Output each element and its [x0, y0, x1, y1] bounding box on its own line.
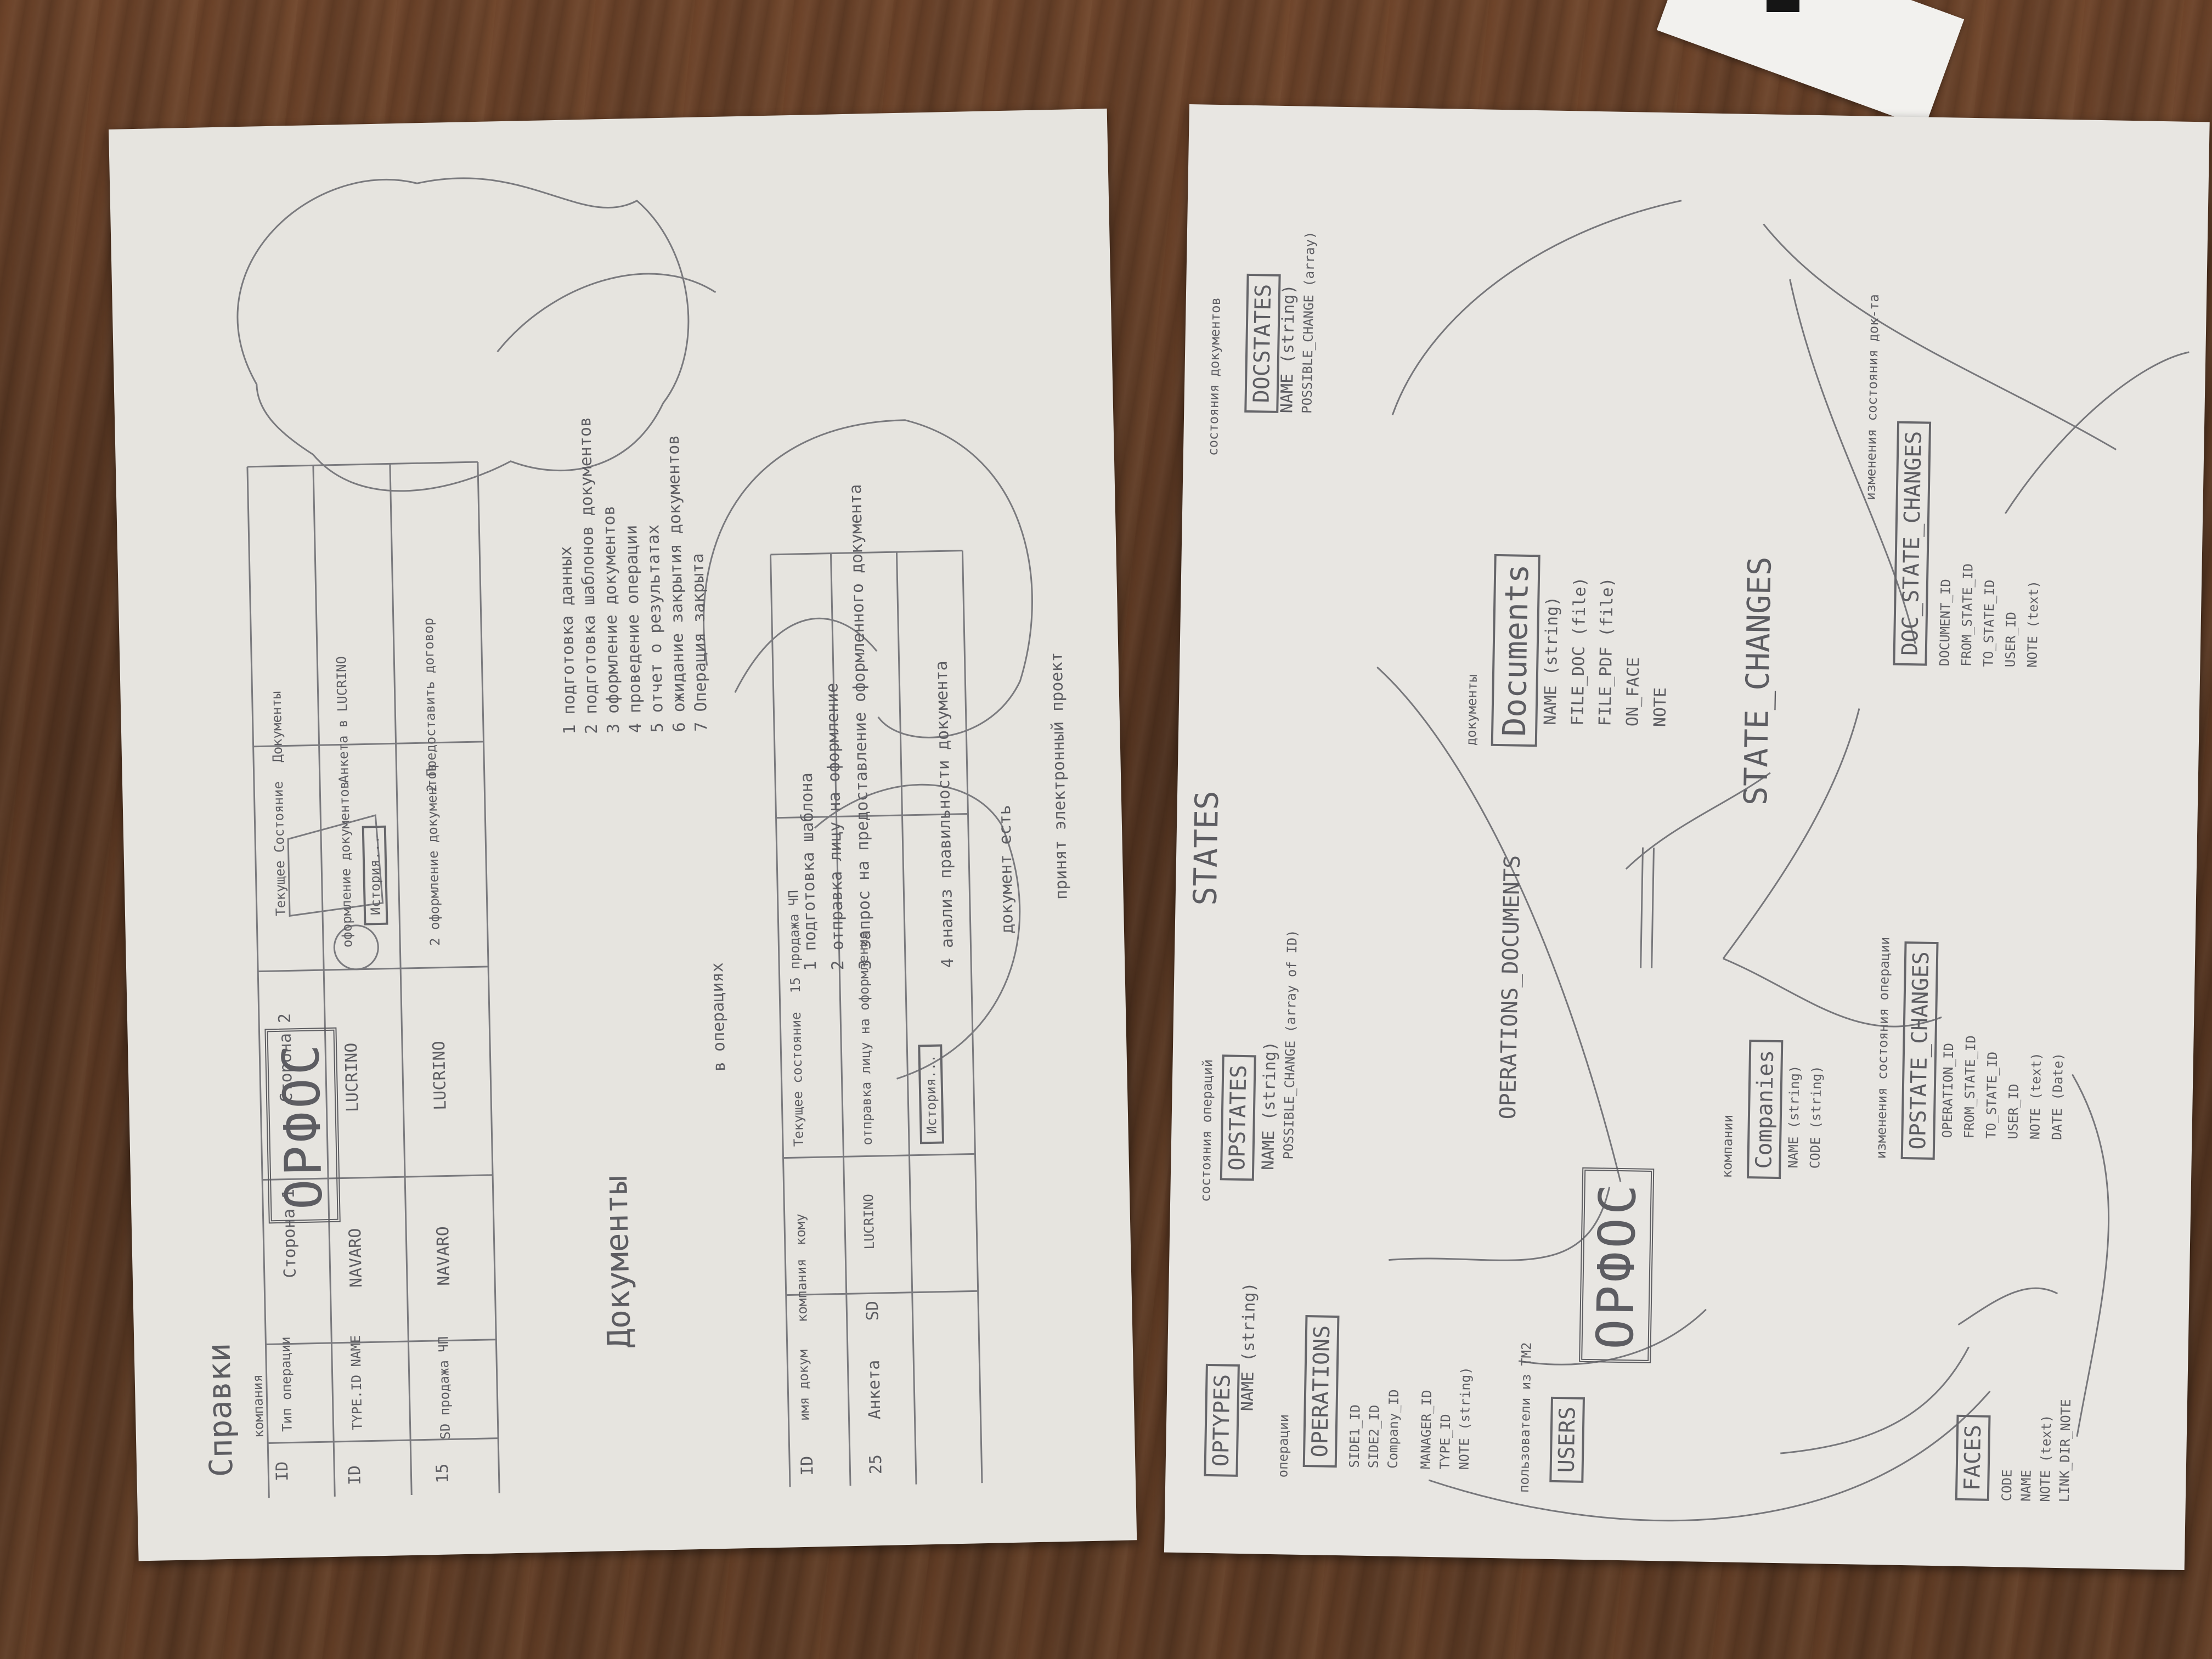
documents-caption: документы [1463, 674, 1480, 746]
osc-field-operation-id: OPERATION_ID [1939, 1042, 1957, 1138]
operations-table: OPERATIONS [1302, 1315, 1340, 1468]
spravki-heading: Справки [200, 1342, 240, 1477]
spravki-col-dokumenty: Документы [268, 691, 286, 763]
left-sheet: ОРФОС Справки ID компания Тип операции С… [109, 108, 1137, 1561]
operations-documents-table: OPERATIONS_DOCUMENTS [1495, 855, 1526, 1120]
spravki-col-id: ID [272, 1461, 292, 1482]
osc-field-from: FROM_STATE_ID [1961, 1035, 1979, 1139]
docstates-field-name: NAME (string) [1277, 284, 1299, 414]
doc-step-5: документ есть [995, 804, 1018, 934]
row2-side1: NAVARO [433, 1226, 454, 1286]
osc-field-user: USER_ID [2005, 1084, 2022, 1139]
row1-side2: LUCRINO [341, 1042, 363, 1113]
row1-type: TYPE.ID NAME [348, 1335, 365, 1431]
docs-row-company: SD [863, 1300, 883, 1321]
dsc-field-to: TO_STATE_ID [1980, 579, 1998, 667]
documents-field-name: NAME (string) [1541, 596, 1562, 725]
companies-caption: компании [1719, 1114, 1736, 1178]
docs-col-who: кому [792, 1213, 809, 1246]
osc-field-note: NOTE (text) [2027, 1052, 2045, 1140]
companies-field-code: CODE (string) [1807, 1065, 1825, 1169]
optypes-field-name: NAME (string) [1238, 1282, 1260, 1412]
docs-col-state: Текущее состояние [788, 1012, 807, 1147]
row1-docs: Анкета в LUCRINO [334, 656, 352, 783]
row2-type: SD продажа ЧП [436, 1336, 454, 1440]
states-label: STATES [1186, 790, 1226, 906]
dsc-field-from: FROM_STATE_ID [1959, 563, 1976, 667]
spravki-col-kompaniya: компания [250, 1374, 267, 1438]
history-button[interactable]: История... [362, 826, 388, 926]
dsc-field-user: USER_ID [2002, 611, 2019, 668]
documents-heading: Документы [597, 1175, 638, 1348]
cloud-step-7: 7 Операция закрыта [688, 553, 712, 732]
documents-table: Documents [1491, 554, 1541, 747]
faces-field-code: CODE [1999, 1469, 2015, 1502]
users-table: USERS [1549, 1396, 1585, 1483]
documents-field-onface: ON_FACE [1623, 657, 1644, 727]
spravki-col-tip: Тип операции [278, 1336, 295, 1432]
spravki-col-storona2: Сторона 2 [275, 1013, 297, 1103]
opstates-field-name: NAME (string) [1259, 1041, 1280, 1171]
docs-row-name: Анкета [864, 1359, 885, 1420]
companies-field-name: NAME (string) [1785, 1065, 1803, 1169]
companies-table: Companies [1746, 1040, 1784, 1180]
row2-id: 15 [433, 1463, 453, 1484]
docs-col-name: имя докум [795, 1349, 812, 1421]
docs-col-id: ID [797, 1455, 817, 1476]
cloud-step-1: 1 подготовка данных [556, 546, 580, 735]
docs-row-id: 25 [866, 1454, 886, 1475]
right-title: ОРФОС [1579, 1167, 1655, 1364]
docstates-field-possible: POSSIBLE_CHANGE (array) [1299, 231, 1318, 414]
users-caption: пользователи из TM2 [1516, 1342, 1534, 1493]
row1-side1: NAVARO [346, 1228, 366, 1288]
opstate-changes-table: OPSTATE_CHANGES [1900, 941, 1939, 1160]
spravki-col-storona1: Сторона 1 [279, 1188, 300, 1278]
row2-side2: LUCRINO [429, 1040, 450, 1111]
faces-field-name: NAME [2018, 1469, 2034, 1502]
right-sheet: ОРФОС OPTYPES NAME (string) состояния оп… [1164, 104, 2210, 1571]
operations-field-manager: MANAGER_ID [1418, 1390, 1435, 1470]
in-operation-label: в операциях [708, 962, 730, 1072]
spravki-col-tekushchee: Текущее Состояние [270, 781, 289, 917]
operations-field-company: Company_ID [1385, 1389, 1402, 1469]
corner-mark [1767, 0, 1799, 12]
operations-field-side1: SIDE1_ID [1346, 1404, 1363, 1468]
operations-field-side2: SIDE2_ID [1365, 1404, 1383, 1469]
docs-history-button[interactable]: История... [918, 1045, 945, 1144]
docs-row-who: LUCRINO [860, 1193, 878, 1250]
left-sketch-lines [236, 177, 1033, 1498]
dsc-field-note: NOTE (text) [2024, 580, 2042, 668]
operations-field-type: TYPE_ID [1437, 1414, 1454, 1470]
docs-col-company: компания [793, 1259, 810, 1323]
doc-state-changes-table: DOC_STATE_CHANGES [1893, 421, 1932, 666]
faces-field-note: NOTE (text) [2037, 1414, 2055, 1502]
state-changes-label: STATE_CHANGES [1736, 556, 1779, 806]
right-sketch-lines [1376, 200, 2190, 1522]
docstates-caption: состояния документов [1205, 297, 1223, 456]
osc-field-to: TO_STATE_ID [1983, 1051, 2001, 1139]
osc-field-date: DATE (Date) [2049, 1052, 2067, 1141]
faces-table: FACES [1955, 1414, 1991, 1501]
operations-caption: операции [1275, 1414, 1292, 1478]
operations-field-note: NOTE (string) [1456, 1367, 1474, 1470]
dsc-field-document-id: DOCUMENT_ID [1937, 579, 1954, 667]
documents-field-note: NOTE [1650, 687, 1671, 727]
documents-field-filepdf: FILE_PDF (file) [1595, 577, 1618, 726]
row1-id: ID [345, 1465, 365, 1486]
optypes-table: OPTYPES [1204, 1364, 1240, 1477]
docstates-table: DOCSTATES [1244, 274, 1281, 413]
documents-field-filedoc: FILE_DOC (file) [1568, 577, 1590, 726]
opstates-caption: состояния операций [1198, 1059, 1216, 1203]
faces-field-link: LINK_DIR_NOTE [2056, 1399, 2074, 1503]
opstates-table: OPSTATES [1220, 1054, 1256, 1181]
